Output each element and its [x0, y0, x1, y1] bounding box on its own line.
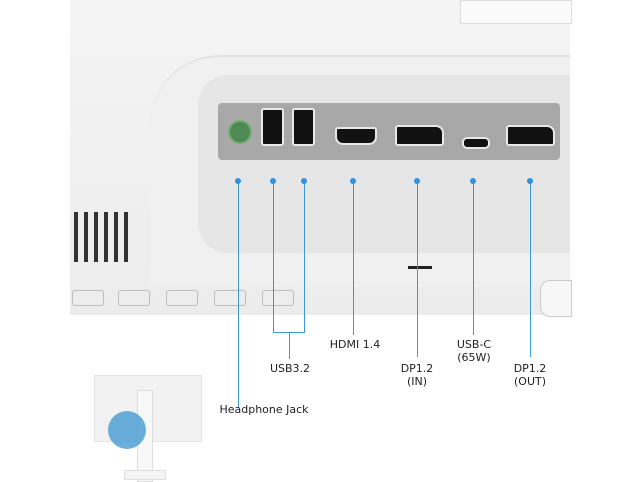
- vent: [124, 212, 128, 262]
- dp-out-port: [506, 125, 555, 146]
- rear-foot: [214, 290, 246, 306]
- label-usbc-line1: USB-C: [456, 338, 492, 351]
- hdmi-port: [335, 127, 377, 145]
- indicator-slot: [408, 266, 432, 269]
- callout-dot: [235, 178, 241, 184]
- vent: [84, 212, 88, 262]
- callout-line-usbc: [473, 181, 474, 335]
- rear-foot: [72, 290, 104, 306]
- callout-dot: [470, 178, 476, 184]
- callout-line-headphone: [238, 181, 239, 407]
- callout-line-dp-in: [417, 181, 418, 357]
- label-usb: USB3.2: [269, 362, 311, 375]
- label-hdmi: HDMI 1.4: [329, 338, 381, 351]
- headphone-jack-port: [228, 120, 252, 144]
- callout-dot: [270, 178, 276, 184]
- rear-foot: [166, 290, 198, 306]
- callout-line-usb-stem: [289, 332, 290, 359]
- label-dp-out-line1: DP1.2: [513, 362, 547, 375]
- stand-base: [540, 280, 572, 317]
- usb-port: [261, 108, 284, 146]
- callout-dot: [350, 178, 356, 184]
- vent: [104, 212, 108, 262]
- usbc-port: [462, 137, 490, 149]
- stand-neck: [460, 0, 572, 24]
- callout-line-usb: [304, 181, 305, 333]
- label-dp-in-line1: DP1.2: [400, 362, 434, 375]
- label-dp-in: DP1.2(IN): [401, 362, 434, 388]
- label-dp-out-line2: (OUT): [513, 375, 547, 388]
- dp-in-port: [395, 125, 444, 146]
- port-recess: [198, 75, 570, 253]
- label-dp-in-line2: (IN): [406, 375, 428, 388]
- callout-dot: [301, 178, 307, 184]
- callout-line-usb: [273, 181, 274, 333]
- callout-dot: [527, 178, 533, 184]
- vent: [74, 212, 78, 262]
- vent: [114, 212, 118, 262]
- label-usbc: USB-C(65W): [457, 338, 491, 364]
- label-usbc-line2: (65W): [457, 351, 491, 364]
- callout-dot: [414, 178, 420, 184]
- vent: [94, 212, 98, 262]
- callout-line-dp-out: [530, 181, 531, 357]
- label-dp-out: DP1.2(OUT): [514, 362, 547, 388]
- label-headphone: Headphone Jack: [219, 403, 309, 416]
- highlight-circle: [108, 411, 146, 449]
- rear-foot: [118, 290, 150, 306]
- rear-foot: [262, 290, 294, 306]
- callout-line-hdmi: [353, 181, 354, 335]
- thumbnail-base: [124, 470, 166, 480]
- usb-port: [292, 108, 315, 146]
